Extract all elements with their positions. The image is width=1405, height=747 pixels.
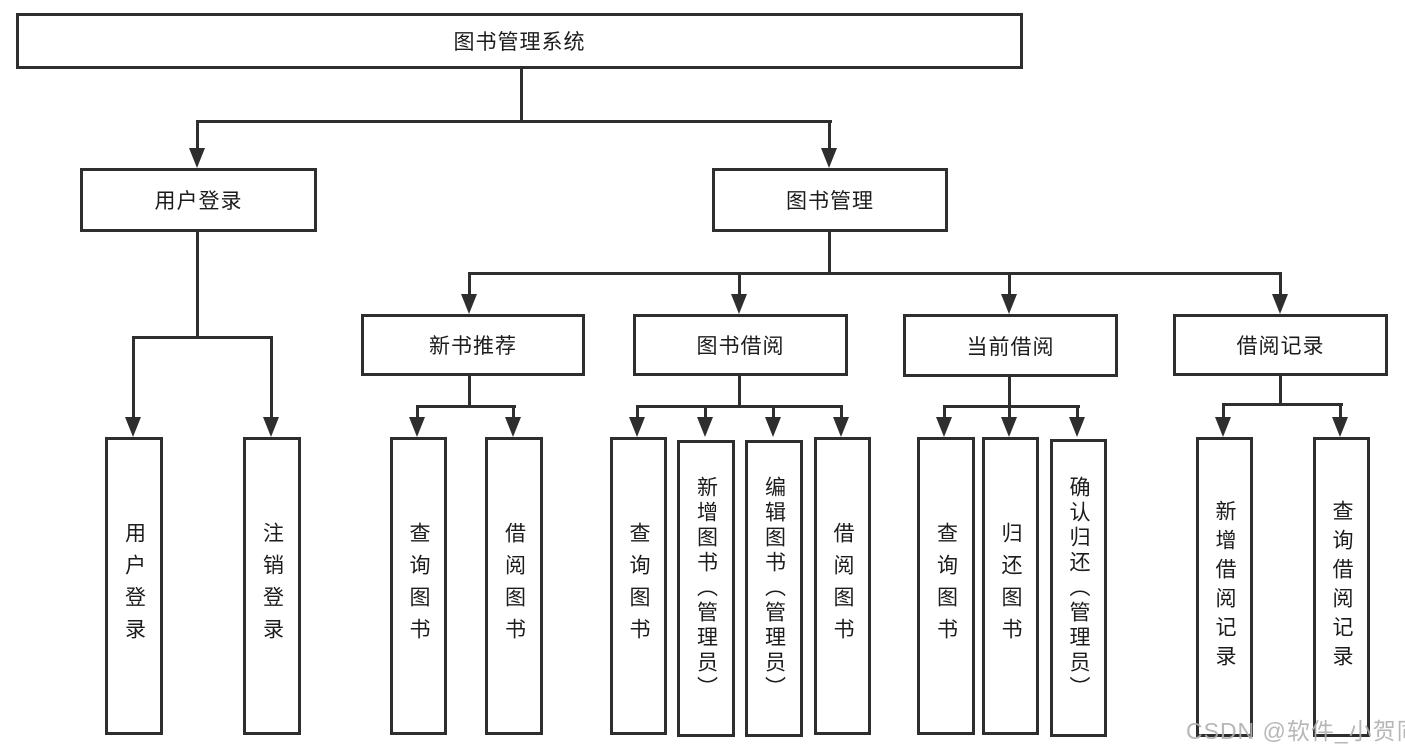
connector-leaf-drop: [1008, 405, 1011, 419]
node-leaf-query-book-3: 查询图书: [917, 437, 975, 735]
arrow-down-icon: [263, 417, 279, 437]
node-leaf-query-book-1: 查询图书: [390, 437, 447, 735]
arrow-down-icon: [1272, 294, 1288, 314]
leaf-label: 查询图书: [627, 522, 651, 650]
arrow-down-icon: [409, 417, 425, 437]
node-leaf-edit-book-admin: 编辑图书（管理员）: [745, 440, 803, 737]
arrow-down-icon: [1001, 417, 1017, 437]
connector-leaf-drop: [1076, 405, 1079, 419]
node-new-book-rec: 新书推荐: [361, 314, 585, 376]
arrow-down-icon: [765, 417, 781, 437]
leaf-label: 查询图书: [407, 522, 431, 650]
connector-borrow-records-stem: [1279, 376, 1282, 406]
connector-book-borrow-drop: [738, 272, 741, 296]
node-leaf-return-book: 归还图书: [982, 437, 1039, 735]
node-book-borrow: 图书借阅: [633, 314, 848, 376]
arrow-down-icon: [189, 148, 205, 168]
connector-leaf-drop: [704, 405, 707, 419]
connector-leaf-drop: [512, 405, 515, 419]
arrow-down-icon: [629, 417, 645, 437]
connector-book-mgmt-stem: [828, 232, 831, 275]
node-book-borrow-label: 图书借阅: [696, 335, 785, 358]
arrow-down-icon: [936, 417, 952, 437]
node-leaf-add-book-admin: 新增图书（管理员）: [677, 440, 735, 737]
leaf-label: 借阅图书: [502, 522, 526, 650]
csdn-watermark: CSDN @软件_小贺同学: [1186, 718, 1405, 744]
connector-current-borrow-drop: [1008, 272, 1011, 296]
arrow-down-icon: [1332, 417, 1348, 437]
connector-new-book-branch: [416, 405, 516, 408]
node-leaf-borrow-book-1: 借阅图书: [485, 437, 543, 735]
connector-leaf-drop: [636, 405, 639, 419]
connector-login-leaf-drop: [132, 336, 135, 419]
node-current-borrow: 当前借阅: [903, 314, 1118, 377]
node-leaf-query-book-2: 查询图书: [610, 437, 667, 735]
node-root: 图书管理系统: [16, 13, 1023, 69]
leaf-label: 新增图书（管理员）: [694, 476, 718, 701]
connector-leaf-drop: [416, 405, 419, 419]
connector-leaf-drop: [1339, 403, 1342, 419]
connector-leaf-drop: [1222, 403, 1225, 419]
node-book-mgmt: 图书管理: [712, 168, 948, 232]
arrow-down-icon: [697, 417, 713, 437]
node-user-login: 用户登录: [80, 168, 317, 232]
connector-book-borrow-branch: [636, 405, 843, 408]
connector-logout-leaf-drop: [270, 336, 273, 419]
leaf-label: 归还图书: [999, 522, 1023, 650]
arrow-down-icon: [1215, 417, 1231, 437]
connector-book-borrow-stem: [738, 376, 741, 408]
arrow-down-icon: [461, 294, 477, 314]
connector-leaf-drop: [943, 405, 946, 419]
connector-root-stem: [520, 69, 523, 122]
connector-new-book-drop: [468, 272, 471, 296]
connector-book-mgmt-branch: [468, 272, 1282, 275]
node-book-mgmt-label: 图书管理: [786, 190, 874, 213]
node-borrow-records: 借阅记录: [1173, 314, 1388, 376]
connector-book-mgmt-drop: [828, 120, 831, 150]
node-borrow-records-label: 借阅记录: [1236, 335, 1325, 358]
node-leaf-confirm-return-admin: 确认归还（管理员）: [1050, 439, 1107, 737]
node-current-borrow-label: 当前借阅: [966, 335, 1055, 359]
connector-borrow-records-drop: [1279, 272, 1282, 296]
node-leaf-logout: 注销登录: [243, 437, 301, 735]
arrow-down-icon: [833, 417, 849, 437]
leaf-label: 查询图书: [934, 522, 958, 650]
node-new-book-rec-label: 新书推荐: [429, 335, 517, 358]
connector-user-login-drop: [196, 120, 199, 150]
connector-current-borrow-branch: [943, 405, 1080, 408]
arrow-down-icon: [125, 417, 141, 437]
arrow-down-icon: [731, 294, 747, 314]
arrow-down-icon: [1001, 294, 1017, 314]
arrow-down-icon: [1069, 417, 1085, 437]
connector-leaf-drop: [772, 405, 775, 419]
leaf-label: 编辑图书（管理员）: [762, 476, 786, 701]
node-leaf-borrow-book-2: 借阅图书: [814, 437, 871, 735]
connector-current-borrow-stem: [1008, 377, 1011, 408]
leaf-label: 用户登录: [122, 522, 146, 650]
connector-leaf-drop: [840, 405, 843, 419]
connector-user-login-branch: [132, 336, 273, 339]
connector-borrow-records-branch: [1222, 403, 1343, 406]
node-root-label: 图书管理系统: [453, 31, 586, 54]
arrow-down-icon: [821, 148, 837, 168]
connector-root-branch: [196, 120, 832, 123]
leaf-label: 借阅图书: [831, 522, 855, 650]
connector-new-book-stem: [468, 376, 471, 408]
leaf-label: 新增借阅记录: [1213, 500, 1237, 674]
leaf-label: 确认归还（管理员）: [1067, 475, 1091, 701]
connector-user-login-stem: [196, 232, 199, 339]
leaf-label: 查询借阅记录: [1330, 500, 1354, 674]
node-leaf-add-borrow-record: 新增借阅记录: [1196, 437, 1253, 737]
arrow-down-icon: [505, 417, 521, 437]
node-leaf-user-login: 用户登录: [105, 437, 163, 735]
node-user-login-label: 用户登录: [154, 190, 243, 213]
leaf-label: 注销登录: [260, 522, 284, 650]
node-leaf-query-borrow-record: 查询借阅记录: [1313, 437, 1370, 737]
